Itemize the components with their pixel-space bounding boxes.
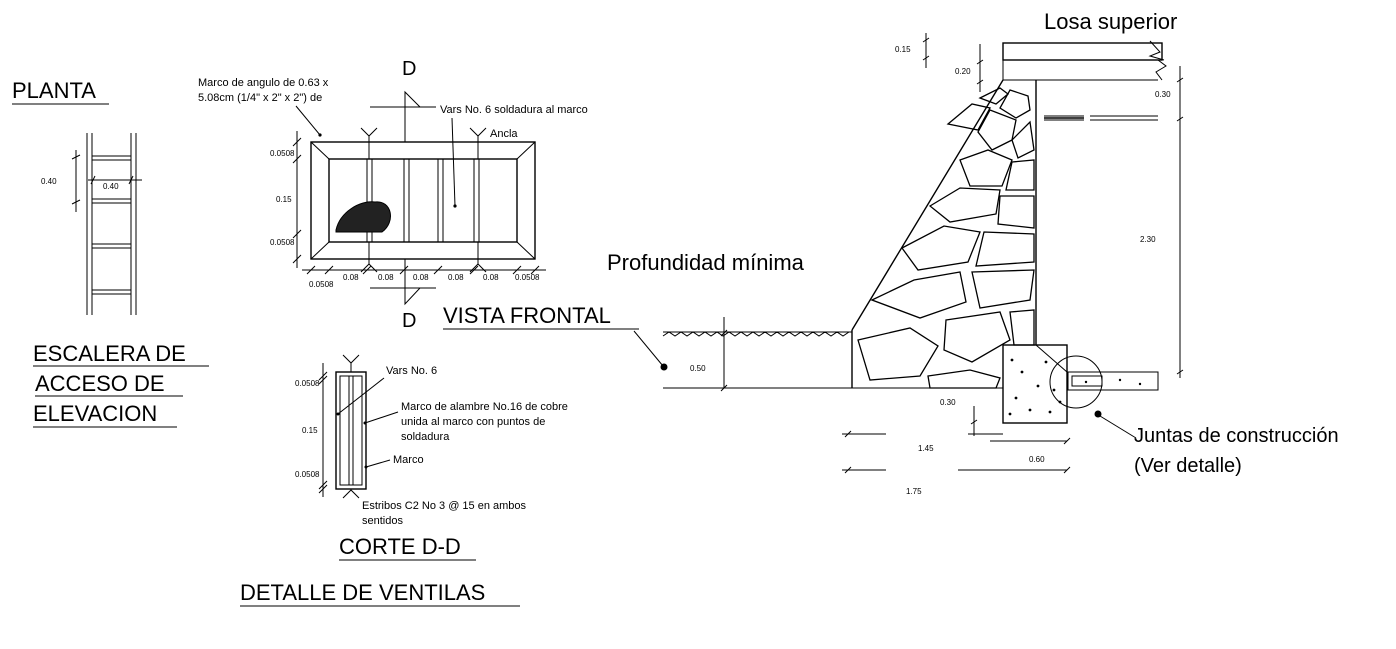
planta-title: PLANTA xyxy=(12,78,96,103)
corte-title: CORTE D-D xyxy=(339,534,461,559)
escalera-line-3: ELEVACION xyxy=(33,401,157,426)
ladder-plan xyxy=(86,133,137,315)
dim-015: 0.15 xyxy=(895,45,911,54)
corte-dim-mid: 0.15 xyxy=(302,426,318,435)
detalle-title: DETALLE DE VENTILAS xyxy=(240,580,485,605)
ventila-dim-h-6: 0.0508 xyxy=(515,273,540,282)
planta-dim-inner: 0.40 xyxy=(103,182,119,191)
ventila-note-ancla: Ancla xyxy=(490,128,518,140)
corte-note-vars: Vars No. 6 xyxy=(386,365,437,377)
corte-note-alambre-2: unida al marco con puntos de xyxy=(401,416,545,428)
ventila-section-bottom: D xyxy=(402,310,416,332)
ladder-dims xyxy=(71,150,142,212)
vista-frontal: Losa superior Profundidad mínima VISTA F… xyxy=(443,9,1339,496)
escalera-line-2: ACCESO DE xyxy=(35,371,165,396)
corte-dim-bot: 0.0508 xyxy=(295,470,320,479)
ventila-dim-h-0: 0.0508 xyxy=(309,280,334,289)
ventila-dim-v-mid: 0.15 xyxy=(276,195,292,204)
profundidad-label: Profundidad mínima xyxy=(607,250,805,275)
ventila-frontal: Marco de angulo de 0.63 x 5.08cm (1/4" x… xyxy=(198,58,588,332)
ventila-dim-h-4: 0.08 xyxy=(448,273,464,282)
dim-030-bot: 0.30 xyxy=(940,398,956,407)
ventila-dim-v-bot: 0.0508 xyxy=(270,238,295,247)
ventila-dim-h-5: 0.08 xyxy=(483,273,499,282)
juntas-line-1: Juntas de construcción xyxy=(1134,425,1339,447)
ventila-note-marco-2: 5.08cm (1/4" x 2" x 2") de xyxy=(198,92,322,104)
planta-group: PLANTA 0.40 0.40 ESCALERA DE ACCESO DE E… xyxy=(12,78,209,428)
escalera-line-1: ESCALERA DE xyxy=(33,341,186,366)
corte-note-alambre-1: Marco de alambre No.16 de cobre xyxy=(401,401,568,413)
ventila-dim-h-2: 0.08 xyxy=(378,273,394,282)
corte-note-alambre-3: soldadura xyxy=(401,431,450,443)
corte-dd: 0.0508 0.15 0.0508 Vars No. 6 Marco de a… xyxy=(295,354,568,561)
juntas-line-2: (Ver detalle) xyxy=(1134,455,1242,477)
dim-020: 0.20 xyxy=(955,67,971,76)
planta-dim-outer: 0.40 xyxy=(41,177,57,186)
ventila-dim-h-3: 0.08 xyxy=(413,273,429,282)
dim-060: 0.60 xyxy=(1029,455,1045,464)
dim-230: 2.30 xyxy=(1140,235,1156,244)
dim-145: 1.45 xyxy=(918,444,934,453)
ventila-section-top: D xyxy=(402,58,416,80)
dim-050: 0.50 xyxy=(690,364,706,373)
corte-note-estribos-1: Estribos C2 No 3 @ 15 en ambos xyxy=(362,500,527,512)
ventila-dim-h-ticks xyxy=(306,265,540,275)
corte-note-marco: Marco xyxy=(393,454,424,466)
losa-label: Losa superior xyxy=(1044,9,1177,34)
corte-note-estribos-2: sentidos xyxy=(362,515,403,527)
dim-175: 1.75 xyxy=(906,487,922,496)
ventila-note-vars: Vars No. 6 soldadura al marco xyxy=(440,104,588,116)
dim-030-top: 0.30 xyxy=(1155,90,1171,99)
vista-title: VISTA FRONTAL xyxy=(443,303,611,328)
stone-pattern xyxy=(857,87,1035,389)
ventila-dim-h-1: 0.08 xyxy=(343,273,359,282)
ventila-dim-v-top: 0.0508 xyxy=(270,149,295,158)
corte-dim-top: 0.0508 xyxy=(295,379,320,388)
ventila-note-marco-1: Marco de angulo de 0.63 x xyxy=(198,77,329,89)
